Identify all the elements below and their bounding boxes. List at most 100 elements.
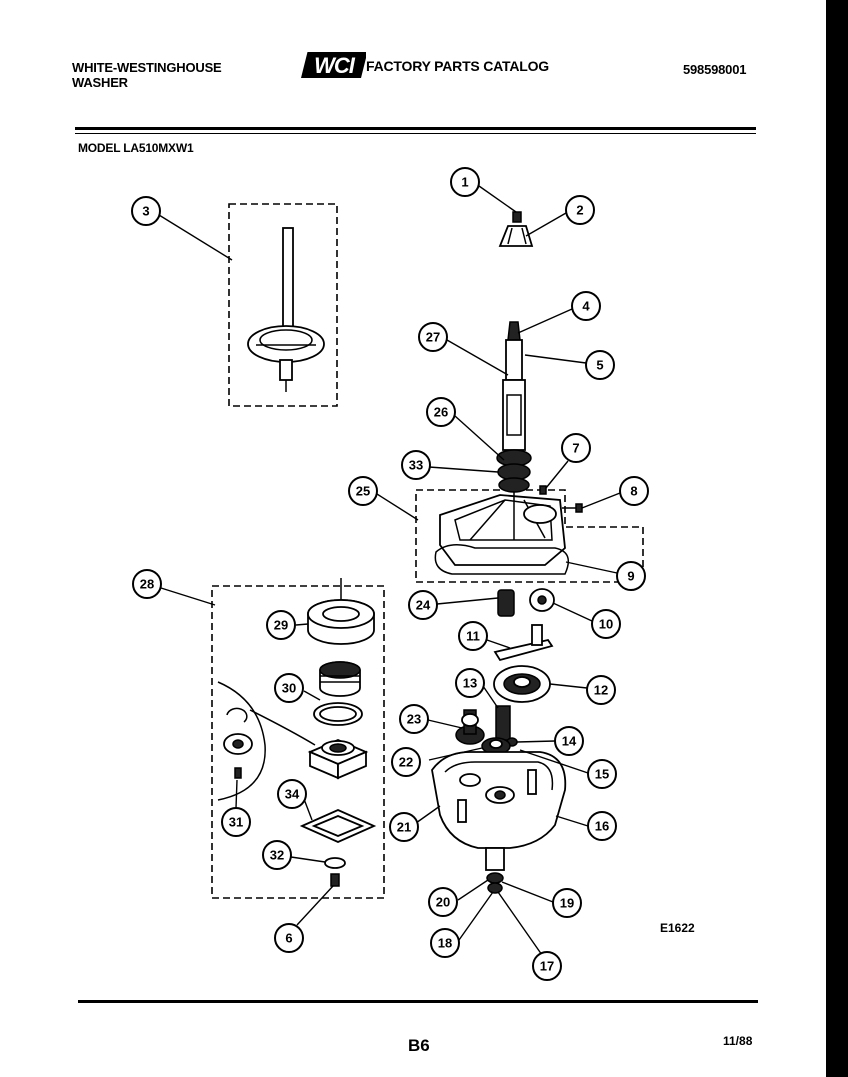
callout-22: 22 xyxy=(391,747,421,777)
callout-26: 26 xyxy=(426,397,456,427)
svg-text:19: 19 xyxy=(560,896,574,911)
svg-text:3: 3 xyxy=(142,204,149,219)
svg-text:28: 28 xyxy=(140,577,154,592)
part-34-seal xyxy=(299,809,377,843)
svg-text:4: 4 xyxy=(582,299,590,314)
svg-text:15: 15 xyxy=(595,767,609,782)
page-number: B6 xyxy=(408,1036,430,1055)
callout-24: 24 xyxy=(408,590,438,620)
part-10-crank xyxy=(529,588,555,612)
callout-9: 9 xyxy=(616,561,646,591)
svg-text:13: 13 xyxy=(463,676,477,691)
part-11-rack xyxy=(493,624,554,662)
svg-text:12: 12 xyxy=(594,683,608,698)
callout-11: 11 xyxy=(458,621,488,651)
callout-20: 20 xyxy=(428,887,458,917)
svg-text:9: 9 xyxy=(627,569,634,584)
part-32-washer xyxy=(324,857,346,869)
callout-25: 25 xyxy=(348,476,378,506)
part-31-group xyxy=(217,681,316,801)
svg-text:26: 26 xyxy=(434,405,448,420)
part-bearing-housing xyxy=(307,739,369,780)
svg-text:14: 14 xyxy=(562,734,577,749)
callout-7: 7 xyxy=(561,433,591,463)
callout-18: 18 xyxy=(430,928,460,958)
svg-text:2: 2 xyxy=(576,203,583,218)
group-box-25 xyxy=(415,489,644,583)
bottom-shaft xyxy=(485,847,505,894)
callout-23: 23 xyxy=(399,704,429,734)
callout-1: 1 xyxy=(450,167,480,197)
svg-text:10: 10 xyxy=(599,617,613,632)
callout-33: 33 xyxy=(401,450,431,480)
callout-10: 10 xyxy=(591,609,621,639)
part-30-spring xyxy=(319,661,361,697)
callout-16: 16 xyxy=(587,811,617,841)
leader-lines xyxy=(158,185,621,956)
callout-30: 30 xyxy=(274,673,304,703)
group-box-3 xyxy=(228,203,338,407)
part-30-ring xyxy=(313,702,363,726)
svg-text:23: 23 xyxy=(407,712,421,727)
callout-34: 34 xyxy=(277,779,307,809)
catalog-title: FACTORY PARTS CATALOG xyxy=(366,58,549,74)
svg-text:16: 16 xyxy=(595,819,609,834)
model-label: MODEL LA510MXW1 xyxy=(78,141,194,155)
svg-text:31: 31 xyxy=(229,815,243,830)
callout-21: 21 xyxy=(389,812,419,842)
callout-19: 19 xyxy=(552,888,582,918)
svg-text:27: 27 xyxy=(426,330,440,345)
part-6-screw xyxy=(330,873,340,887)
svg-text:24: 24 xyxy=(416,598,431,613)
brand-name: WHITE-WESTINGHOUSE xyxy=(72,60,222,75)
callout-27: 27 xyxy=(418,322,448,352)
revision-date: 11/88 xyxy=(723,1034,753,1048)
part-2-cap xyxy=(498,225,534,247)
callout-13: 13 xyxy=(455,668,485,698)
part-25-cover xyxy=(439,485,566,566)
svg-text:25: 25 xyxy=(356,484,370,499)
center-shaft xyxy=(496,321,532,493)
svg-text:7: 7 xyxy=(572,441,579,456)
svg-text:29: 29 xyxy=(274,618,288,633)
svg-text:22: 22 xyxy=(399,755,413,770)
footer-rule xyxy=(78,1000,758,1003)
callout-2: 2 xyxy=(565,195,595,225)
callout-14: 14 xyxy=(554,726,584,756)
svg-text:18: 18 xyxy=(438,936,452,951)
svg-text:33: 33 xyxy=(409,458,423,473)
part-29-ring xyxy=(307,578,375,645)
svg-text:34: 34 xyxy=(285,787,300,802)
svg-text:30: 30 xyxy=(282,681,296,696)
part-23-gear xyxy=(455,709,485,745)
callout-12: 12 xyxy=(586,675,616,705)
callout-32: 32 xyxy=(262,840,292,870)
svg-text:17: 17 xyxy=(540,959,554,974)
callout-6: 6 xyxy=(274,923,304,953)
callout-15: 15 xyxy=(587,759,617,789)
callout-28: 28 xyxy=(132,569,162,599)
callout-3: 3 xyxy=(131,196,161,226)
part-1-nut xyxy=(512,211,522,223)
callout-17: 17 xyxy=(532,951,562,981)
page-edge-bar xyxy=(826,0,848,1077)
callout-4: 4 xyxy=(571,291,601,321)
wci-logo: WCI xyxy=(301,52,366,78)
part-12-gear xyxy=(493,665,551,703)
header-rule xyxy=(75,127,756,130)
svg-text:20: 20 xyxy=(436,895,450,910)
header-rule-thin xyxy=(75,133,756,134)
callout-5: 5 xyxy=(585,350,615,380)
svg-text:32: 32 xyxy=(270,848,284,863)
part-22-gear xyxy=(481,737,511,755)
callout-31: 31 xyxy=(221,807,251,837)
figure-id: E1622 xyxy=(660,921,695,935)
callout-29: 29 xyxy=(266,610,296,640)
part-3-shaft-assembly xyxy=(247,227,325,392)
logo-text: WCI xyxy=(314,53,356,78)
svg-text:1: 1 xyxy=(461,175,468,190)
brand-block: WHITE-WESTINGHOUSE WASHER xyxy=(72,60,222,90)
product-type: WASHER xyxy=(72,75,128,90)
document-number: 598598001 xyxy=(683,62,747,77)
